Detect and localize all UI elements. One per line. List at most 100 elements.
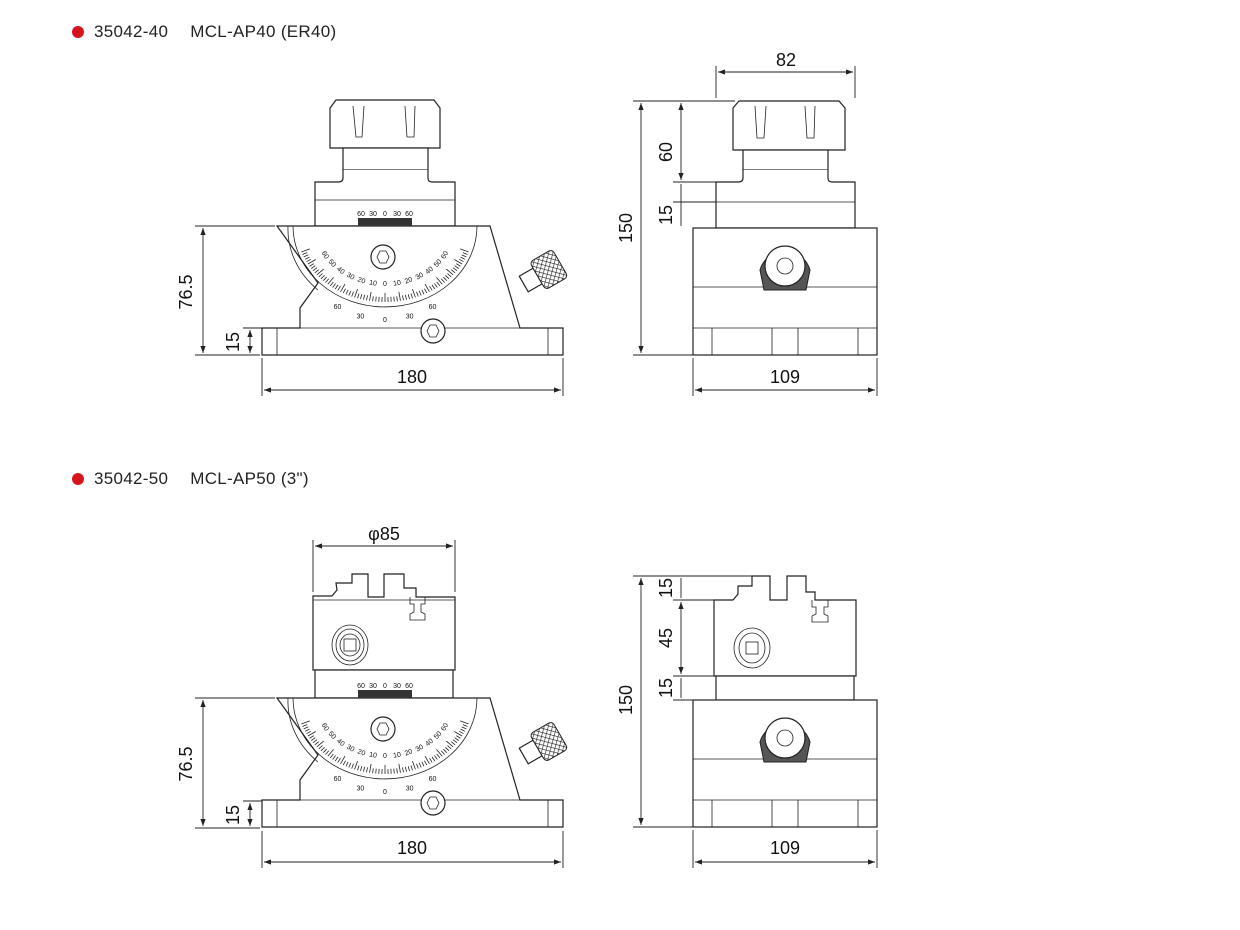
hex-socket xyxy=(776,729,794,747)
dial-tick xyxy=(357,765,360,771)
hex-screw-icon xyxy=(370,716,396,742)
dial-tick xyxy=(309,263,314,267)
model-code: 35042-40 xyxy=(94,22,169,41)
dim-jaw: 15 xyxy=(656,578,676,598)
dial-label: 10 xyxy=(393,279,402,287)
dim-height: 76.5 xyxy=(176,746,196,781)
dial-tick xyxy=(318,273,323,278)
hex-screw-icon xyxy=(370,244,396,270)
dim-base: 15 xyxy=(223,805,243,825)
dial-tick xyxy=(301,720,310,725)
dial-tick xyxy=(306,730,312,735)
dial-tick xyxy=(454,731,463,737)
dial-tick xyxy=(345,289,349,295)
dial-tick xyxy=(348,762,352,768)
dial-tick xyxy=(307,259,316,265)
dial-tick xyxy=(351,763,354,769)
dial-tick xyxy=(372,296,374,302)
dial-tick xyxy=(327,749,334,757)
dial-tick xyxy=(302,252,308,255)
dial-tick xyxy=(416,291,419,297)
dial-label: 10 xyxy=(368,279,377,287)
dial-tick xyxy=(363,766,366,772)
dial-tick xyxy=(402,767,404,773)
dial-tick xyxy=(314,741,320,746)
dial-tick xyxy=(372,768,374,774)
side-view-er40 xyxy=(692,100,878,356)
dial-tick xyxy=(307,731,316,737)
dial-tick xyxy=(445,747,450,752)
dial-tick xyxy=(418,762,422,768)
dial-tick xyxy=(303,254,309,258)
dial-tick xyxy=(360,766,363,772)
dim-width: 180 xyxy=(397,367,427,387)
bullet-icon xyxy=(72,26,84,38)
dial-tick xyxy=(375,768,377,774)
dial-tick xyxy=(446,268,454,276)
dial-tick xyxy=(460,248,469,253)
dial-tick xyxy=(446,740,454,748)
vernier-label: 30 xyxy=(406,786,414,793)
dial-tick xyxy=(398,763,401,773)
dial-tick xyxy=(424,755,430,765)
dim-side-width: 109 xyxy=(770,367,800,387)
knob-cap xyxy=(764,717,806,759)
dial-tick xyxy=(340,755,346,765)
dial-tick xyxy=(322,748,327,753)
dial-tick xyxy=(398,291,401,301)
knob-grip xyxy=(530,722,568,761)
dial-tick xyxy=(445,275,450,280)
knurled-knob xyxy=(518,722,568,765)
dial-tick xyxy=(342,760,346,766)
dial-tick xyxy=(436,277,443,285)
dim-step: 15 xyxy=(656,678,676,698)
model-header-2: 35042-50 MCL-AP50 (3") xyxy=(72,469,309,489)
dial-label: 10 xyxy=(393,751,402,759)
top-scale-label: 30 xyxy=(393,683,401,690)
dial-tick xyxy=(318,745,323,750)
dial-tick xyxy=(348,290,352,296)
dial-label: 0 xyxy=(383,753,387,760)
dial-tick xyxy=(440,278,445,283)
dial-tick xyxy=(316,740,324,748)
dial-tick xyxy=(310,737,316,741)
hex-socket xyxy=(776,257,794,275)
top-scale-ticks xyxy=(358,690,412,698)
dial-tick xyxy=(421,761,425,767)
dial-tick xyxy=(332,283,336,288)
vernier-label: 30 xyxy=(357,314,365,321)
dial-label: 50 xyxy=(433,258,443,269)
dial-tick xyxy=(418,290,422,296)
dial-tick xyxy=(454,265,460,269)
dial-label: 60 xyxy=(440,250,450,260)
hex-socket xyxy=(376,722,390,736)
dial-tick xyxy=(458,258,464,263)
dim-base: 15 xyxy=(223,332,243,352)
dial-tick xyxy=(404,294,407,300)
dial-tick xyxy=(329,281,334,287)
dial-label: 60 xyxy=(320,722,330,732)
dial-tick xyxy=(461,726,467,730)
dial-tick xyxy=(304,256,310,260)
dial-tick xyxy=(436,749,443,757)
bullet-icon xyxy=(72,473,84,485)
dial-tick xyxy=(450,269,456,274)
dial-label: 30 xyxy=(345,272,355,282)
dial-tick xyxy=(454,259,463,265)
dial-tick xyxy=(312,267,318,271)
dial-tick xyxy=(329,753,334,759)
vernier-label: 30 xyxy=(357,786,365,793)
top-scale-label: 30 xyxy=(369,211,377,218)
dial-tick xyxy=(375,296,377,302)
dial-tick xyxy=(332,755,336,760)
dial-label: 50 xyxy=(327,730,337,741)
dial-tick xyxy=(301,248,310,253)
outer-arc xyxy=(287,697,319,763)
dial-tick xyxy=(407,294,410,300)
top-scale-ticks xyxy=(358,218,412,226)
dial-tick xyxy=(458,730,464,735)
dial-label: 30 xyxy=(415,272,425,282)
